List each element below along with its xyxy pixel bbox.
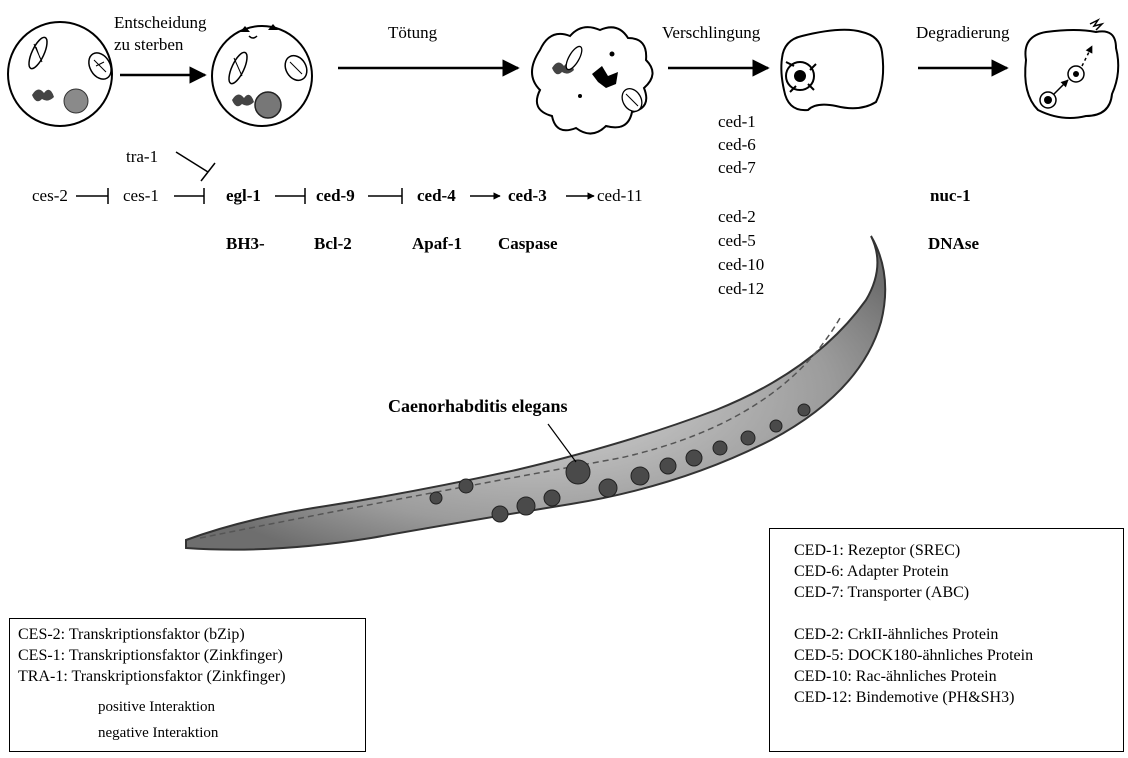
stage-decision-label: Entscheidung [114,12,207,34]
gene-ced-9: ced-9 [316,186,355,206]
engulf-gene-ced-5: ced-5 [718,231,756,251]
gene-nuc-1: nuc-1 [930,186,971,206]
legend-ced-7: CED-7: Transporter (ABC) [794,583,969,603]
family-bh3: BH3- [226,234,265,254]
legend-engulfment-proteins: CED-1: Rezeptor (SREC) CED-6: Adapter Pr… [769,528,1124,752]
gene-ced-4: ced-4 [417,186,456,206]
worm-label-pointer [548,424,576,462]
legend-ced-2: CED-2: CrkII-ähnliches Protein [794,625,998,645]
legend-negative-label: negative Interaktion [98,723,218,743]
stage-degradation-label: Degradierung [916,22,1009,44]
stage-decision-label-2: zu sterben [114,34,183,56]
gene-ced-3: ced-3 [508,186,547,206]
degrading-cell-icon [1025,20,1118,118]
c-elegans-worm-image [186,236,885,550]
family-caspase: Caspase [498,234,558,254]
legend-ced-1: CED-1: Rezeptor (SREC) [794,541,960,561]
legend-transcription-factors: CES-2: Transkriptionsfaktor (bZip) CES-1… [9,618,366,752]
family-bcl-2: Bcl-2 [314,234,352,254]
engulf-gene-ced-6: ced-6 [718,135,756,155]
engulf-gene-ced-1: ced-1 [718,112,756,132]
engulfing-cell-icon [781,30,883,110]
legend-ced-10: CED-10: Rac-ähnliches Protein [794,667,997,687]
family-dnase: DNAse [928,234,979,254]
dying-cell-icon [532,27,653,133]
engulf-gene-ced-7: ced-7 [718,158,756,178]
gene-ces-2: ces-2 [32,186,68,206]
legend-ced-5: CED-5: DOCK180-ähnliches Protein [794,646,1033,666]
legend-positive-label: positive Interaktion [98,697,215,717]
condemned-cell-icon [212,24,312,126]
engulf-gene-ced-12: ced-12 [718,279,764,299]
stage-engulfment-label: Verschlingung [662,22,760,44]
legend-ced-12: CED-12: Bindemotive (PH&SH3) [794,688,1014,708]
gene-ces-1: ces-1 [123,186,159,206]
legend-ces-1: CES-1: Transkriptionsfaktor (Zinkfinger) [18,646,283,666]
engulf-gene-ced-2: ced-2 [718,207,756,227]
gene-ced-11: ced-11 [597,186,643,206]
legend-ced-6: CED-6: Adapter Protein [794,562,949,582]
family-apaf-1: Apaf-1 [412,234,462,254]
organism-label: Caenorhabditis elegans [388,396,568,417]
gene-tra-1: tra-1 [126,147,158,167]
legend-ces-2: CES-2: Transkriptionsfaktor (bZip) [18,625,245,645]
stage-killing-label: Tötung [388,22,437,44]
legend-tra-1: TRA-1: Transkriptionsfaktor (Zinkfinger) [18,667,286,687]
healthy-cell-icon [8,22,116,126]
gene-egl-1: egl-1 [226,186,261,206]
engulf-gene-ced-10: ced-10 [718,255,764,275]
